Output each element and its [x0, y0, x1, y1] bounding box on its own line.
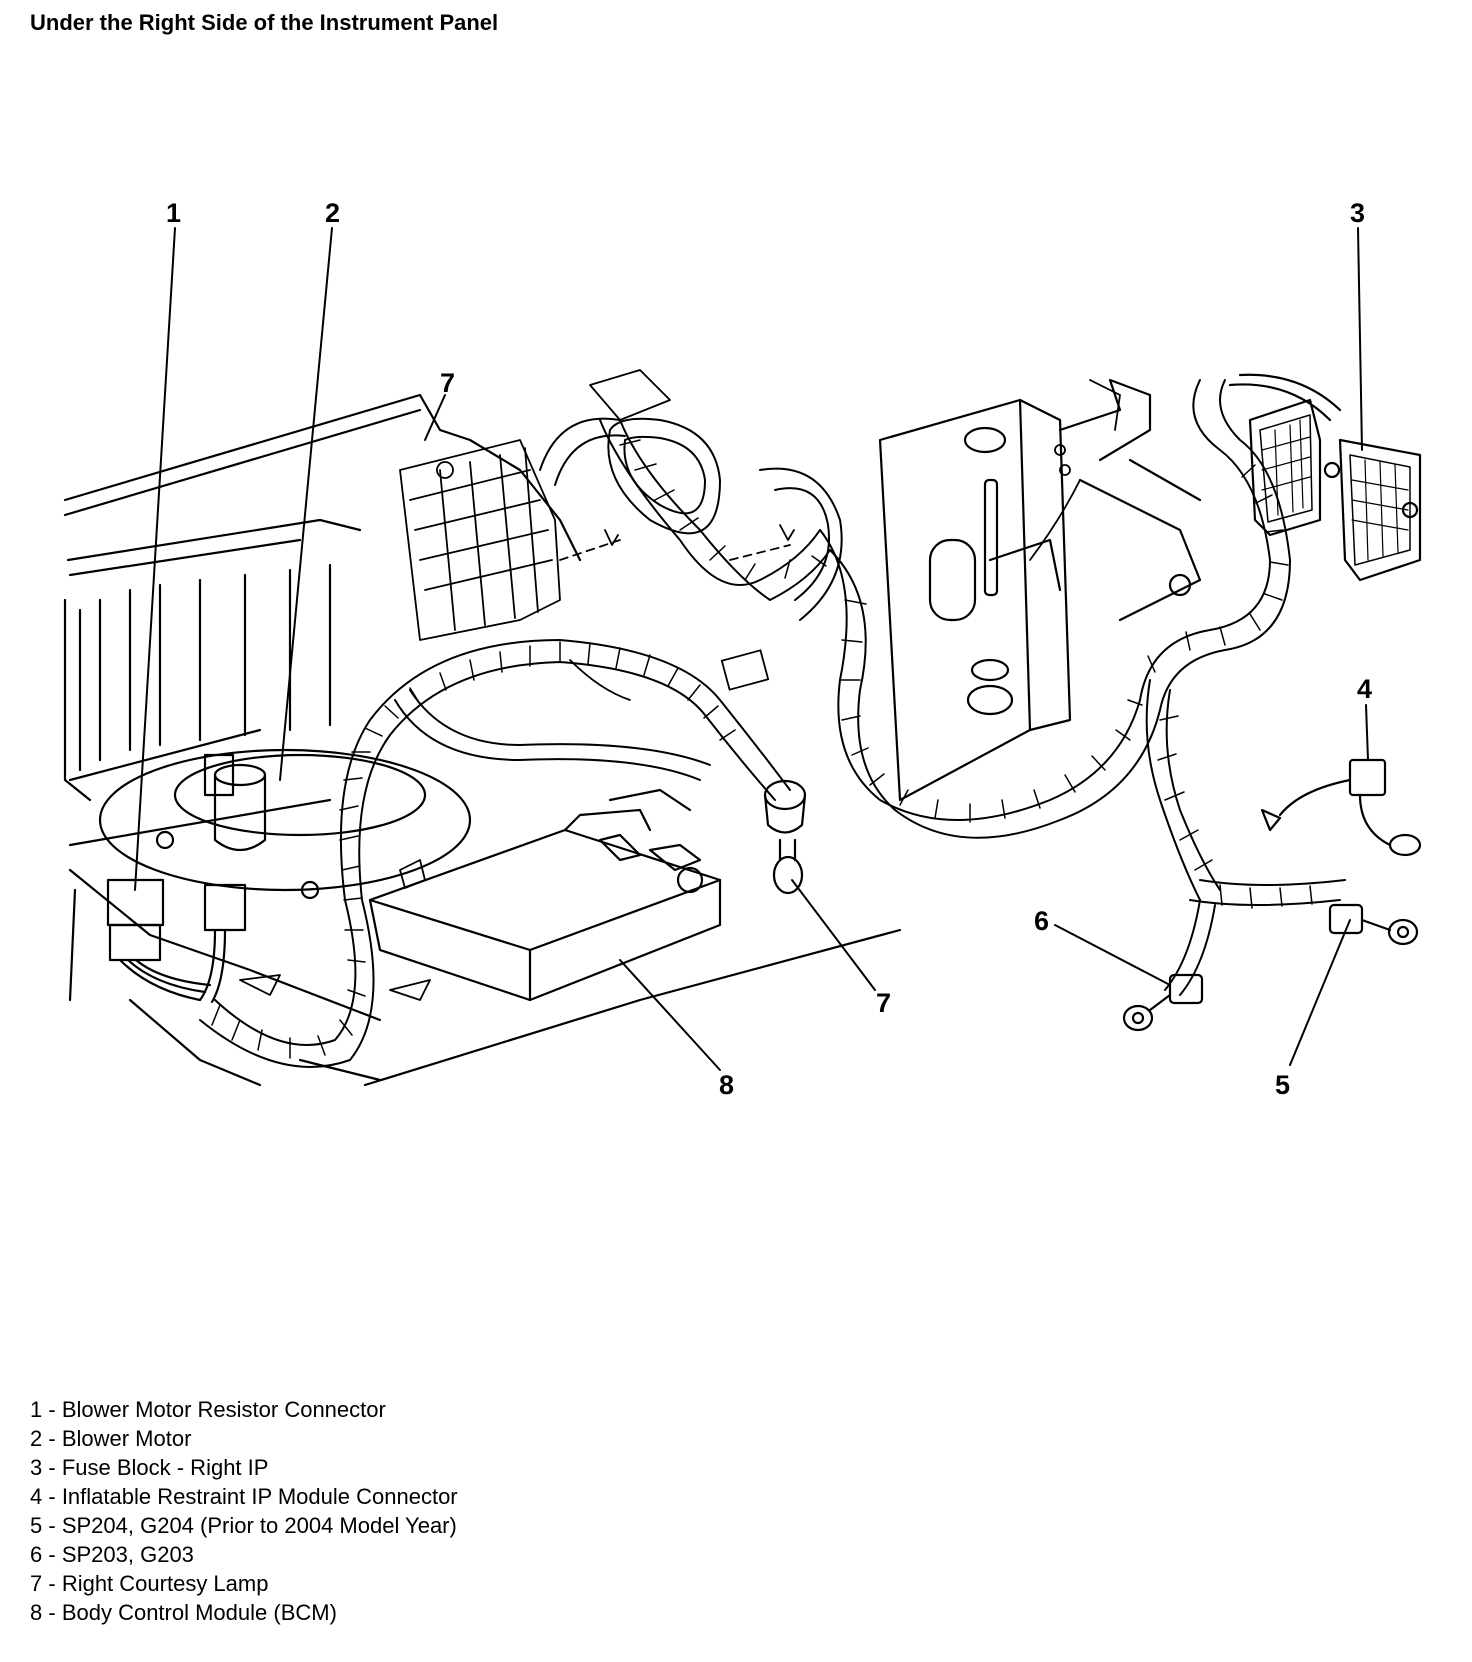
legend-num: 6 [30, 1542, 43, 1567]
legend-label: Blower Motor [61, 1426, 192, 1451]
wiring-harness [199, 379, 1346, 1068]
legend-separator: - [42, 1484, 62, 1509]
callout-num-2: 2 [325, 198, 340, 228]
legend-num: 1 [30, 1397, 43, 1422]
blower-motor-resistor-connector [106, 878, 247, 1004]
callout-num-6: 6 [1034, 906, 1049, 936]
blower-motor [98, 748, 472, 900]
legend-num: 7 [30, 1571, 43, 1596]
legend-item-4: 4 - Inflatable Restraint IP Module Conne… [30, 1482, 458, 1511]
legend-label: SP203, G203 [61, 1542, 194, 1567]
diagram-title: Under the Right Side of the Instrument P… [30, 10, 499, 35]
callout-num-4: 4 [1357, 674, 1372, 704]
legend: 1 - Blower Motor Resistor Connector 2 - … [30, 1395, 458, 1627]
legend-item-2: 2 - Blower Motor [30, 1424, 458, 1453]
legend-label: SP204, G204 (Prior to 2004 Model Year) [61, 1513, 457, 1538]
mounting-bracket [878, 378, 1202, 802]
legend-item-6: 6 - SP203, G203 [30, 1540, 458, 1569]
legend-label: Right Courtesy Lamp [61, 1571, 269, 1596]
legend-item-5: 5 - SP204, G204 (Prior to 2004 Model Yea… [30, 1511, 458, 1540]
right-courtesy-lamp [763, 779, 807, 895]
harness-loop [539, 417, 843, 621]
legend-label: Inflatable Restraint IP Module Connector [61, 1484, 458, 1509]
legend-item-3: 3 - Fuse Block - Right IP [30, 1453, 458, 1482]
legend-separator: - [42, 1571, 62, 1596]
legend-separator: - [42, 1426, 62, 1451]
legend-separator: - [42, 1542, 62, 1567]
body-control-module [368, 788, 722, 1002]
legend-item-1: 1 - Blower Motor Resistor Connector [30, 1395, 458, 1424]
legend-separator: - [42, 1513, 62, 1538]
legend-label: Body Control Module (BCM) [61, 1600, 337, 1625]
legend-num: 2 [30, 1426, 43, 1451]
blower-housing-grille [399, 439, 561, 641]
legend-num: 4 [30, 1484, 43, 1509]
callout-num-8: 8 [719, 1070, 734, 1100]
callout-num-5: 5 [1275, 1070, 1290, 1100]
legend-separator: - [42, 1600, 62, 1625]
callout-num-7: 7 [876, 988, 891, 1018]
ground-connector-g203 [1122, 973, 1204, 1032]
legend-item-7: 7 - Right Courtesy Lamp [30, 1569, 458, 1598]
ground-connector-g204 [1328, 903, 1419, 946]
callout-num-1: 1 [166, 198, 181, 228]
misc-fasteners [239, 369, 1121, 1001]
legend-item-8: 8 - Body Control Module (BCM) [30, 1598, 458, 1627]
legend-label: Fuse Block - Right IP [61, 1455, 269, 1480]
instrument-panel-housing [63, 393, 902, 1087]
inflatable-restraint-connector [1260, 758, 1422, 857]
callout-numbers: 1 2 3 4 5 6 7 7 8 [166, 198, 1372, 1100]
callout-num-7-top: 7 [440, 368, 455, 398]
harness-braiding [211, 439, 1313, 1059]
callout-num-3: 3 [1350, 198, 1365, 228]
legend-separator: - [42, 1455, 62, 1480]
legend-num: 5 [30, 1513, 43, 1538]
legend-num: 3 [30, 1455, 43, 1480]
leader-lines [134, 227, 1369, 1071]
legend-label: Blower Motor Resistor Connector [61, 1397, 386, 1422]
legend-num: 8 [30, 1600, 43, 1625]
legend-separator: - [42, 1397, 62, 1422]
fuse-block [1228, 373, 1422, 582]
